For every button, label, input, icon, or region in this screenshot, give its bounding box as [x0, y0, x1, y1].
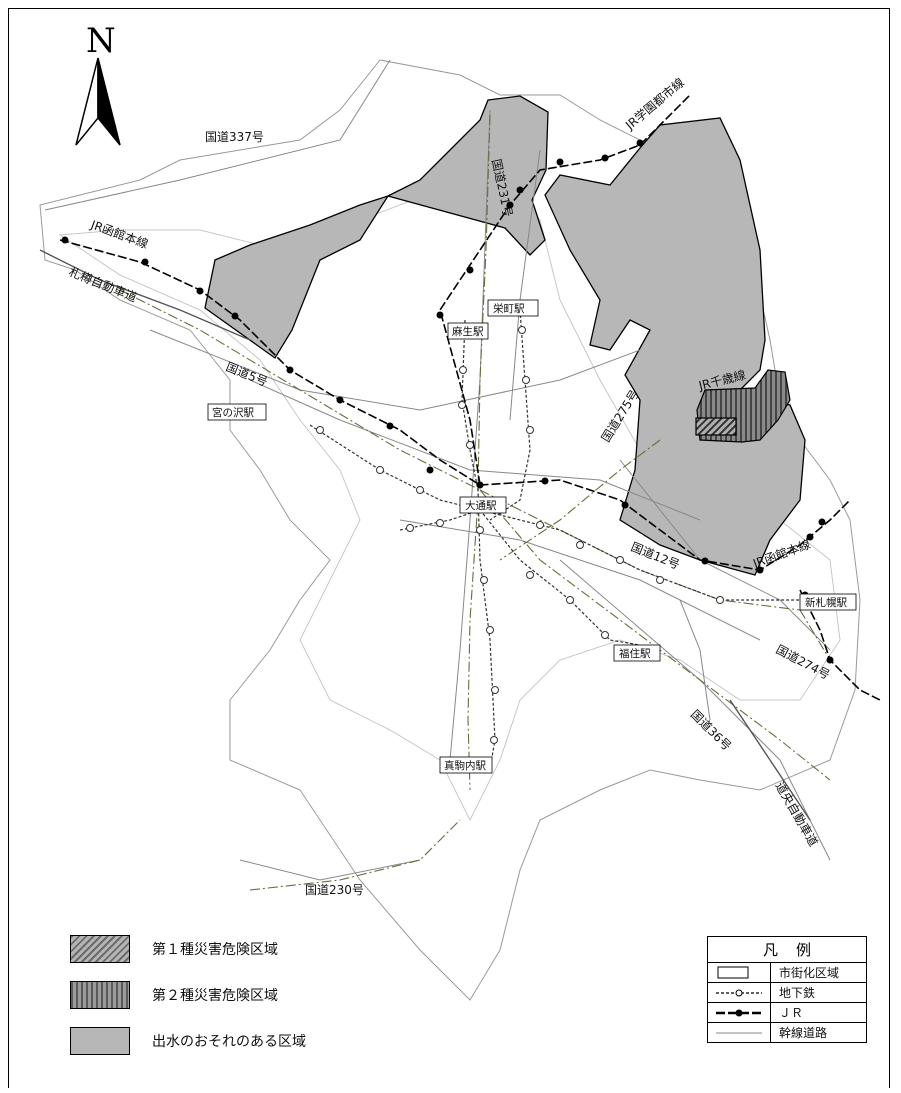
label-jr-hakodate-line-west: JR函館本線	[88, 216, 150, 251]
label-route-230: 国道230号	[305, 883, 364, 897]
key-row-trunk-road: 幹線道路	[708, 1023, 866, 1042]
legend-row-zone1: 第１種災害危険区域	[70, 930, 306, 968]
svg-text:福住駅: 福住駅	[619, 647, 651, 660]
jr-symbol	[708, 1003, 771, 1022]
hazard-legend: 第１種災害危険区域 第２種災害危険区域 出水のおそれのある区域	[70, 930, 306, 1068]
label-route-36: 国道36号	[688, 707, 734, 753]
national-routes	[119, 114, 831, 891]
map-key-box: 凡例 市街化区域 地下鉄 ＪＲ 幹線道路	[707, 936, 867, 1043]
city-boundary	[39, 59, 861, 1001]
north-arrow-icon	[75, 57, 121, 146]
station-label-shin-sapporo: 新札幌駅	[799, 593, 857, 611]
station-label-makomanai: 真駒内駅	[439, 756, 493, 774]
station-label-odori: 大通駅	[459, 496, 507, 514]
legend-zone1-label: 第１種災害危険区域	[152, 942, 278, 958]
trunk-roads	[44, 59, 831, 881]
svg-text:真駒内駅: 真駒内駅	[444, 759, 486, 772]
svg-text:麻生駅: 麻生駅	[452, 325, 484, 338]
key-row-jr: ＪＲ	[708, 1003, 866, 1023]
station-label-miyanosawa: 宮の沢駅	[207, 403, 267, 421]
label-route-337: 国道337号	[205, 130, 264, 144]
zone1-area	[695, 417, 737, 436]
key-jr-label: ＪＲ	[779, 1006, 804, 1020]
svg-text:宮の沢駅: 宮の沢駅	[212, 406, 254, 419]
map-frame	[8, 8, 890, 1088]
legend-zone2-label: 第２種災害危険区域	[152, 988, 278, 1004]
flood-swatch	[70, 1027, 130, 1055]
key-row-urban: 市街化区域	[708, 963, 866, 983]
subway-stations	[316, 326, 724, 744]
trunk-road-symbol	[708, 1023, 771, 1042]
label-doou-expressway: 道央自動車道	[772, 780, 820, 849]
expressways	[39, 249, 811, 821]
station-label-asabu: 麻生駅	[447, 322, 489, 340]
zone2-swatch	[70, 981, 130, 1009]
svg-text:大通駅: 大通駅	[465, 499, 497, 512]
legend-row-zone2: 第２種災害危険区域	[70, 976, 306, 1014]
key-trunk-road-label: 幹線道路	[779, 1026, 828, 1040]
key-urban-label: 市街化区域	[779, 966, 840, 980]
zone1-swatch	[70, 935, 130, 963]
key-subway-label: 地下鉄	[779, 986, 816, 1000]
legend-row-flood: 出水のおそれのある区域	[70, 1022, 306, 1060]
legend-flood-label: 出水のおそれのある区域	[152, 1034, 306, 1050]
map-key-title: 凡例	[708, 937, 866, 963]
label-route-275: 国道275号	[599, 387, 642, 444]
subway-symbol	[708, 983, 771, 1002]
urban-area-symbol	[708, 963, 771, 982]
station-label-sakaemachi: 栄町駅	[487, 299, 539, 317]
north-label: N	[86, 21, 116, 61]
flood-area-east	[544, 117, 806, 576]
svg-text:新札幌駅: 新札幌駅	[805, 596, 847, 609]
key-row-subway: 地下鉄	[708, 983, 866, 1003]
svg-text:栄町駅: 栄町駅	[493, 302, 525, 315]
label-sasson-expressway: 札樽自動車道	[67, 264, 139, 305]
station-label-fukuzumi: 福住駅	[613, 644, 661, 662]
